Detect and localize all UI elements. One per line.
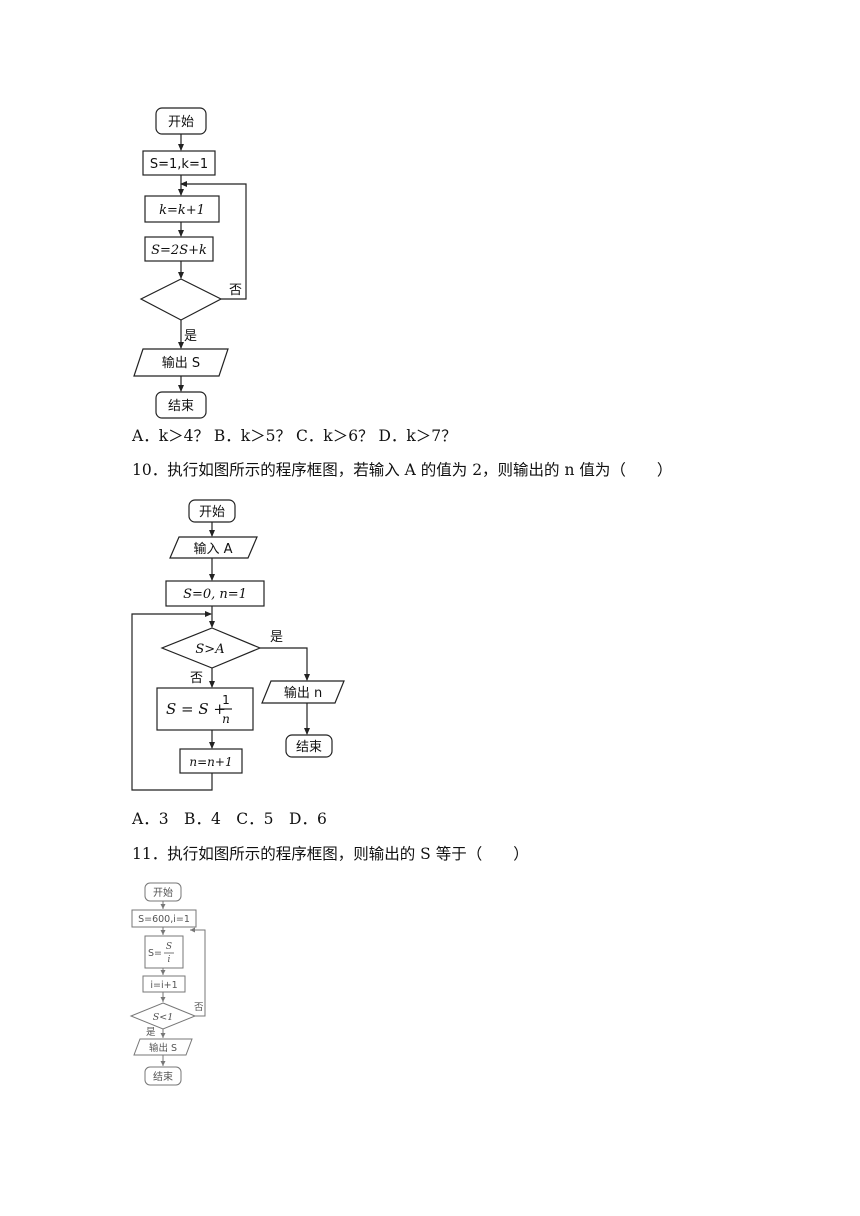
- condition-label: S>A: [195, 642, 224, 657]
- q11-question: 11．执行如图所示的程序框图，则输出的 S 等于（ ）: [132, 845, 529, 863]
- flowchart-q11: 开始 S=600,i=1 S= S i i=i+1 S<1 否 是 输出 S 结…: [129, 882, 206, 1086]
- output-parallelogram: [133, 1038, 193, 1056]
- fraction-numerator: S: [166, 942, 172, 952]
- increment-box: [179, 748, 243, 774]
- end-label: 结束: [153, 1070, 173, 1083]
- fraction-numerator: 1: [222, 693, 230, 707]
- q10-question: 10．执行如图所示的程序框图，若输入 A 的值为 2，则输出的 n 值为（ ）: [132, 461, 673, 479]
- output-parallelogram: [133, 348, 229, 377]
- end-terminal: [285, 734, 333, 758]
- init-box: [142, 150, 216, 176]
- start-label: 开始: [199, 505, 225, 520]
- end-label: 结束: [296, 740, 322, 755]
- output-label: 输出 n: [284, 685, 322, 701]
- step-s-box: [144, 236, 214, 262]
- assign-box: [156, 687, 254, 731]
- condition-diamond: [139, 278, 223, 321]
- input-label: 输入 A: [193, 541, 232, 557]
- output-label: 输出 S: [149, 1042, 177, 1054]
- no-label: 否: [190, 671, 203, 686]
- q9-options: A．k＞4？ B．k＞5？ C．k＞6？ D．k＞7？: [132, 427, 457, 445]
- flowchart-q10: 开始 输入 A S=0, n=1 S>A 是 输出 n 结束 否 S = S +…: [131, 499, 345, 791]
- condition-label: S<1: [153, 1012, 174, 1023]
- flowchart-q9: 开始 S=1,k=1 k=k+1 S=2S+k 否 是 输出 S 结束: [133, 107, 247, 419]
- init-label: S=600,i=1: [138, 914, 190, 925]
- end-terminal: [144, 1066, 182, 1086]
- yes-label: 是: [146, 1027, 156, 1038]
- yes-label: 是: [184, 329, 197, 344]
- output-parallelogram: [261, 680, 345, 704]
- fraction-denominator: i: [168, 955, 171, 965]
- output-label: 输出 S: [162, 355, 200, 371]
- no-label: 否: [229, 283, 242, 298]
- end-label: 结束: [168, 399, 194, 414]
- init-label: S=1,k=1: [150, 157, 208, 172]
- end-terminal: [155, 391, 207, 419]
- q10-options: A．3 B．4 C．5 D．6: [132, 810, 327, 828]
- start-label: 开始: [168, 115, 194, 130]
- fraction-denominator: n: [222, 712, 230, 726]
- assign-box: [144, 935, 184, 969]
- input-parallelogram: [169, 536, 258, 559]
- init-box: [165, 580, 265, 607]
- step-k-box: [144, 195, 220, 223]
- yes-label: 是: [270, 630, 283, 645]
- increment-label: n=n+1: [189, 755, 232, 769]
- step-k-label: k=k+1: [159, 203, 205, 218]
- increment-label: i=i+1: [150, 980, 177, 991]
- start-label: 开始: [153, 886, 173, 899]
- init-box: [131, 909, 197, 928]
- assign-label: S = S +: [166, 700, 226, 718]
- assign-label: S=: [148, 948, 162, 959]
- step-s-label: S=2S+k: [151, 243, 207, 258]
- init-label: S=0, n=1: [183, 587, 247, 602]
- no-label: 否: [194, 1002, 204, 1013]
- increment-box: [142, 975, 186, 993]
